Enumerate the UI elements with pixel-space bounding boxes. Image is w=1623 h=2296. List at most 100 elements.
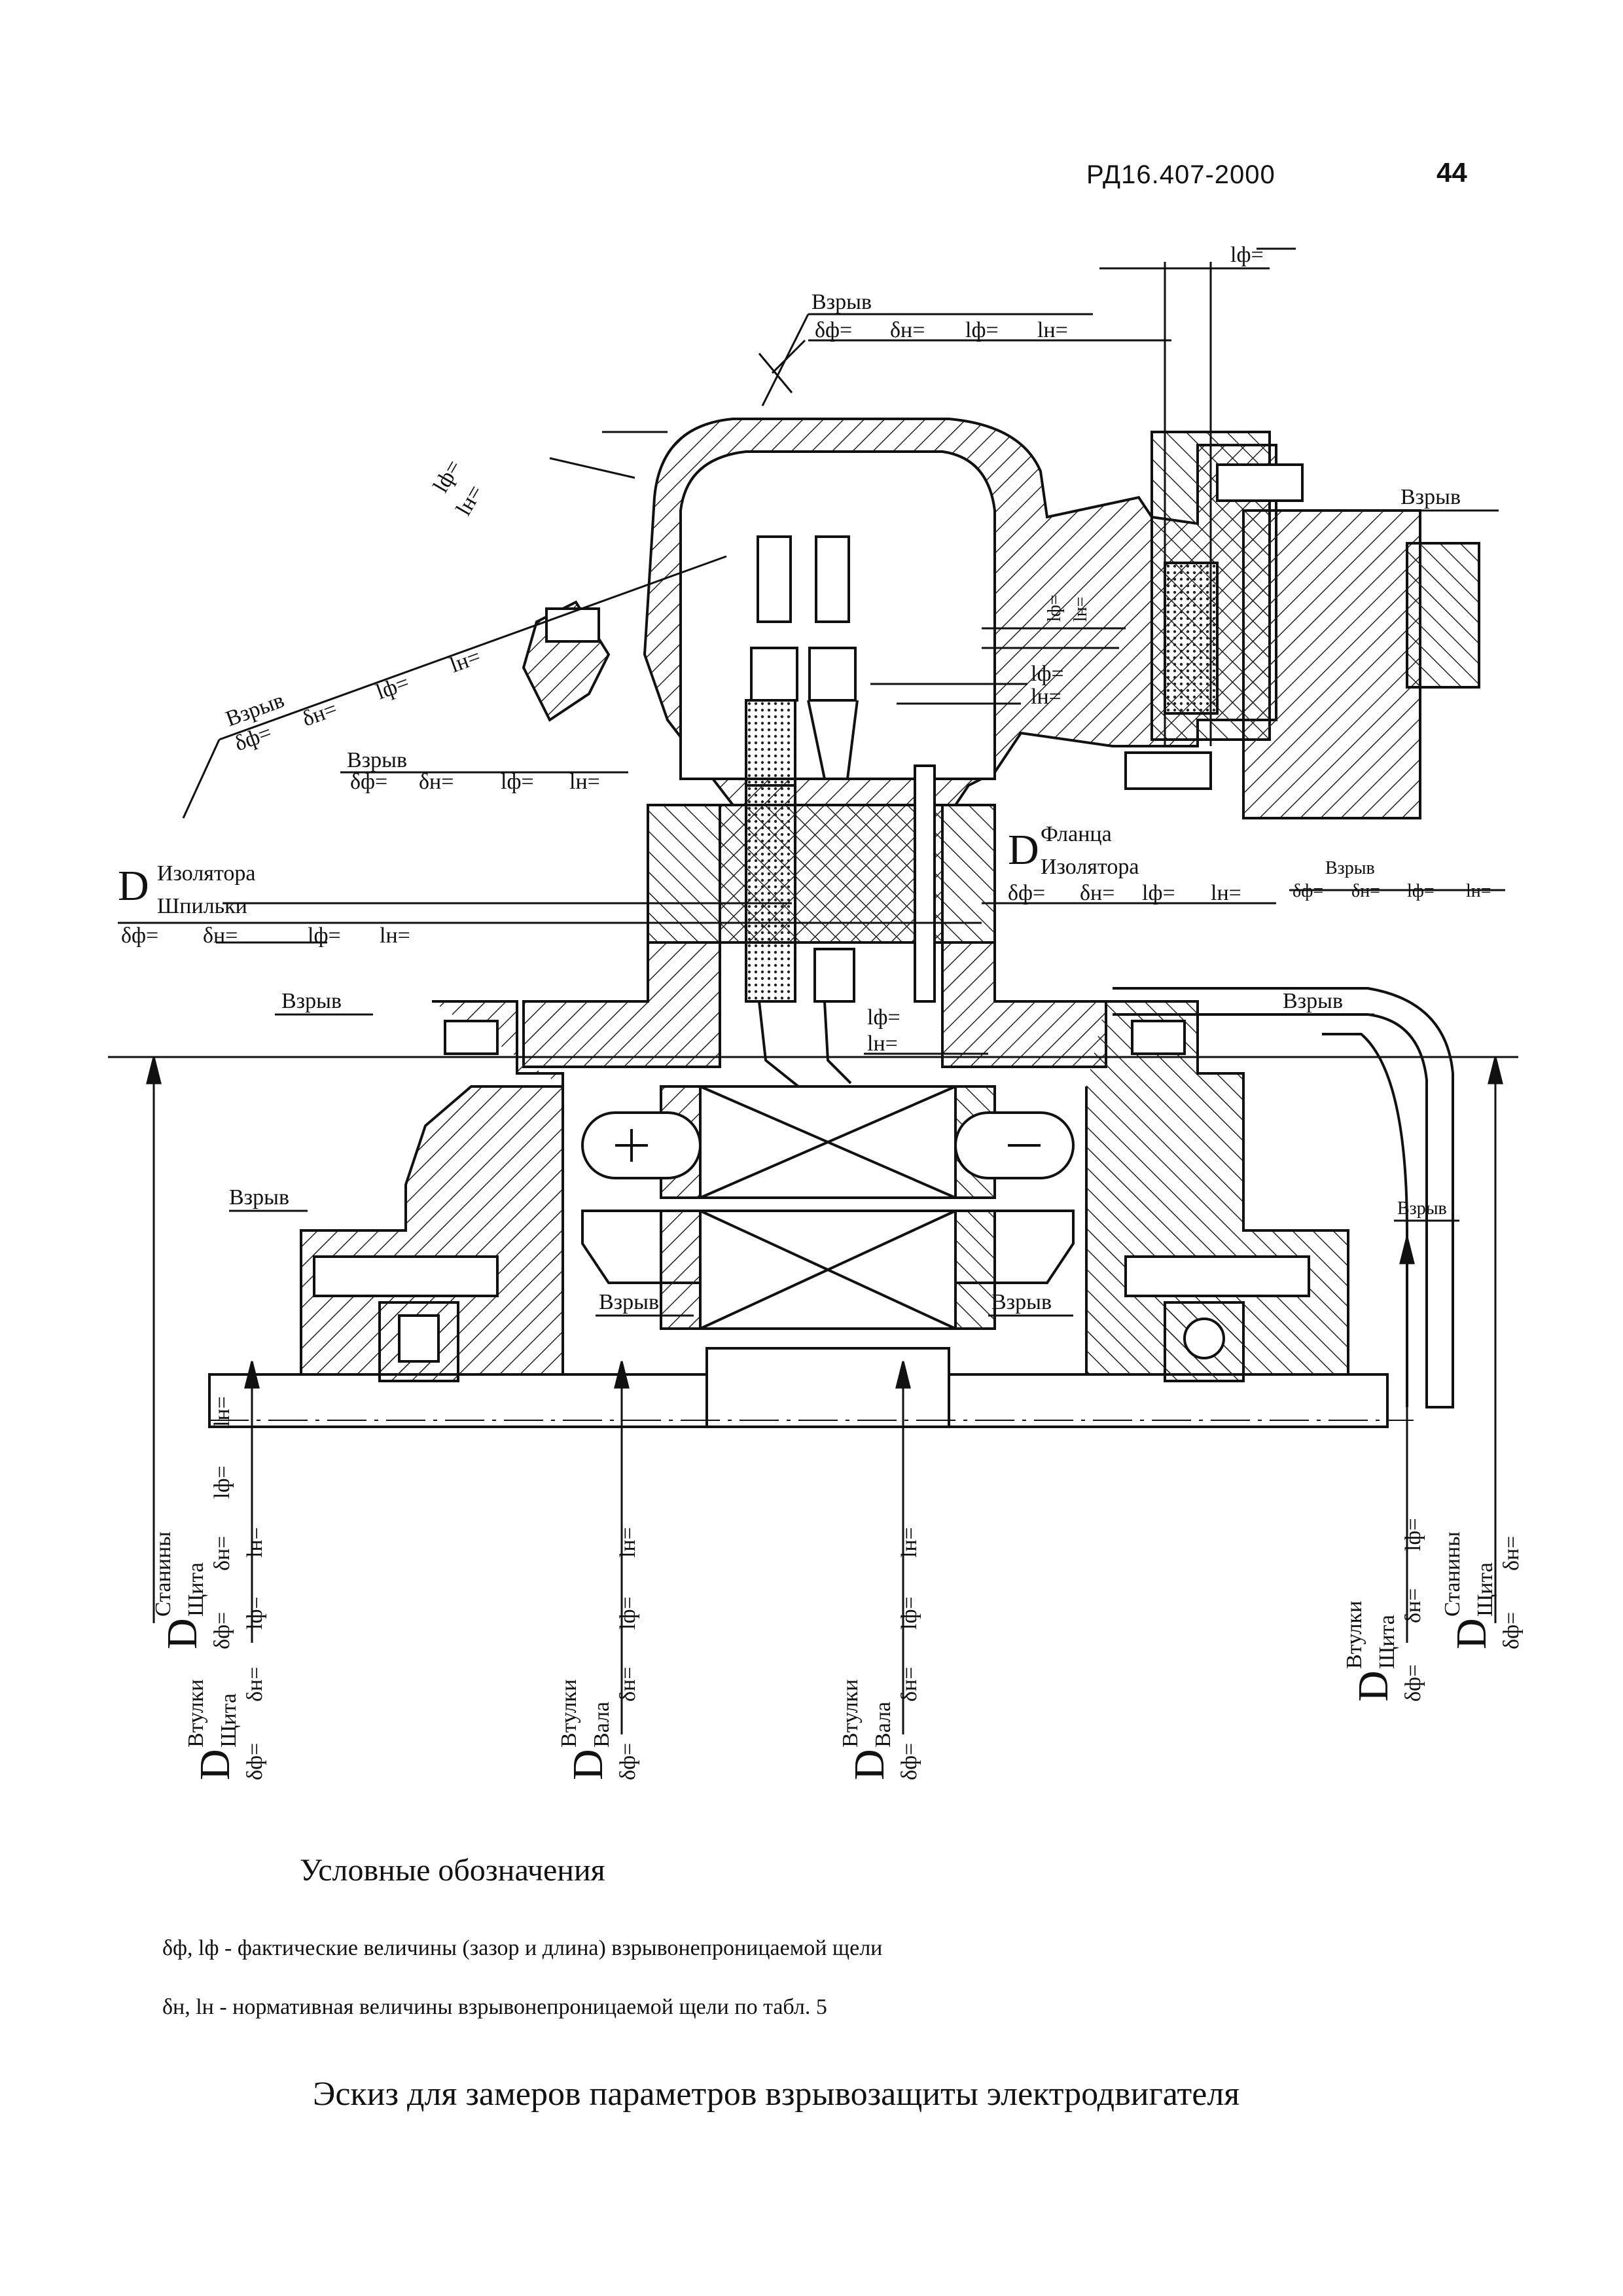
diagram-label: δн= — [203, 924, 238, 948]
diagram-label: lн= — [447, 645, 484, 678]
diagram-label: δн= — [1351, 881, 1380, 901]
diagram-label: D — [846, 1749, 893, 1780]
label-explosion-top: Взрыв — [812, 290, 872, 314]
diagram-label: D — [1448, 1618, 1495, 1649]
diagram-label: lф= — [1044, 594, 1065, 622]
diagram-label: lн= — [897, 1527, 921, 1558]
diagram-label: Щита — [217, 1693, 241, 1748]
diagram-label: lн= — [452, 481, 488, 520]
diagram-label: δф= — [1499, 1612, 1524, 1649]
diagram-label: Вала — [871, 1702, 895, 1748]
bolt-left-top — [444, 1020, 499, 1055]
terminal-stud-left — [745, 535, 800, 1088]
diagram-label: δф= — [350, 770, 387, 794]
diagram-label: D — [1349, 1670, 1397, 1702]
diagram-label: lф= — [373, 670, 412, 704]
diagram-label: Щита — [1375, 1615, 1399, 1669]
diagram-label: lф= — [965, 318, 999, 342]
legend-actual-values: δф, lф - фактические величины (зазор и д… — [162, 1936, 883, 1960]
cable-sheath — [1113, 987, 1454, 1408]
diagram-label: D — [191, 1749, 239, 1780]
diagram-label: Вала — [590, 1702, 614, 1748]
label-explosion-right-flange: Взрыв — [1325, 858, 1375, 878]
diagram-label: lф= — [501, 770, 534, 794]
diagram-label: lн= — [1211, 881, 1241, 905]
diagram-label: lф= — [616, 1596, 640, 1630]
diagram-label: lн= — [210, 1396, 234, 1427]
cover-bolt-top — [1216, 463, 1304, 502]
label-explosion-cover: Взрыв — [1400, 485, 1461, 509]
diagram-label: D — [564, 1749, 612, 1780]
diagram-label: δф= — [121, 924, 158, 948]
terminal-stud-right — [807, 535, 859, 1085]
label-explosion-right-shield: Взрыв — [1397, 1198, 1447, 1219]
label-explosion-right-cap: Взрыв — [1283, 989, 1343, 1013]
diagram-label: δн= — [243, 1667, 267, 1702]
diagram-label: Щита — [184, 1562, 208, 1617]
terminal-box-neck — [522, 941, 721, 1068]
diagram-label: lф= — [867, 1005, 901, 1030]
diagram-label: lн= — [1071, 596, 1091, 622]
document-code: РД16.407-2000 — [1086, 160, 1275, 189]
side-cover-plate — [1242, 509, 1421, 819]
diagram-label: Изолятора — [1041, 855, 1139, 879]
diagram-label: lф= — [1407, 881, 1435, 901]
diagram-label: δф= — [1293, 881, 1323, 901]
diagram-label: δн= — [419, 770, 454, 794]
diagram-label: δф= — [1401, 1664, 1425, 1702]
bolt-right-top — [1131, 1020, 1186, 1055]
diagram-label: lф= — [210, 1465, 234, 1499]
bolt-right-bottom — [1124, 1255, 1310, 1297]
diagram-label: D — [158, 1618, 206, 1649]
label-explosion-rotor-right: Взрыв — [991, 1290, 1052, 1314]
diagram-label: Станины — [1440, 1532, 1465, 1617]
cover-gasket — [1164, 562, 1219, 715]
diagram-label: lн= — [569, 770, 600, 794]
diagram-label: Щита — [1473, 1562, 1497, 1617]
explosion-leaders — [118, 247, 1505, 1317]
diagram-label: δф= — [815, 318, 852, 342]
diagram-label: δн= — [890, 318, 925, 342]
diagram-label: Станины — [151, 1532, 175, 1617]
diagram-label: lф= — [1031, 662, 1064, 686]
diagram-label: δн= — [897, 1667, 921, 1702]
diagram-label: δф= — [897, 1743, 921, 1780]
diagram-label: δн= — [299, 696, 340, 731]
diagram-label: Фланца — [1041, 822, 1112, 846]
label-explosion-flange-top: Взрыв — [347, 748, 407, 772]
diagram-label: δн= — [1080, 881, 1115, 905]
cover-nut — [1406, 542, 1480, 689]
label-explosion-left-shield: Взрыв — [229, 1185, 289, 1210]
diagram-label: lф= — [897, 1596, 921, 1630]
diagram-label: Втулки — [1342, 1601, 1366, 1669]
bolt-left-bottom — [313, 1255, 499, 1297]
diagram-label: D — [118, 862, 149, 910]
page-number: 44 — [1436, 157, 1467, 188]
diagram-label: Втулки — [557, 1679, 581, 1748]
diagram-label: lн= — [1031, 685, 1061, 709]
diagram-label: lф= — [1142, 881, 1175, 905]
diagram-label: δф= — [210, 1612, 234, 1649]
dimension-leaders — [146, 1056, 1503, 1734]
earth-stud — [914, 764, 936, 1003]
diagram-label: δф= — [1008, 881, 1045, 905]
legend-title: Условные обозначения — [300, 1853, 605, 1888]
diagram-label: δф= — [616, 1743, 640, 1780]
label-explosion-rotor-left: Взрыв — [599, 1290, 659, 1314]
diagram-label: Изолятора — [157, 861, 255, 886]
diagram-label: Втулки — [184, 1679, 208, 1748]
diagram-label: lф= — [1401, 1518, 1425, 1551]
diagram-label: lн= — [616, 1527, 640, 1558]
diagram-label: lн= — [1037, 318, 1068, 342]
diagram-label: lф= — [243, 1596, 267, 1630]
diagram-label: Втулки — [838, 1679, 863, 1748]
diagram-label: lн= — [1466, 881, 1491, 901]
diagram-label: δн= — [210, 1536, 234, 1571]
diagram-label: lф= — [308, 924, 341, 948]
diagram-label: lф= — [1230, 243, 1264, 267]
legend-normative-values: δн, lн - нормативная величины взрывонепр… — [162, 1995, 827, 2019]
diagram-label: δн= — [1401, 1588, 1425, 1623]
diagram-label: D — [1008, 826, 1039, 874]
